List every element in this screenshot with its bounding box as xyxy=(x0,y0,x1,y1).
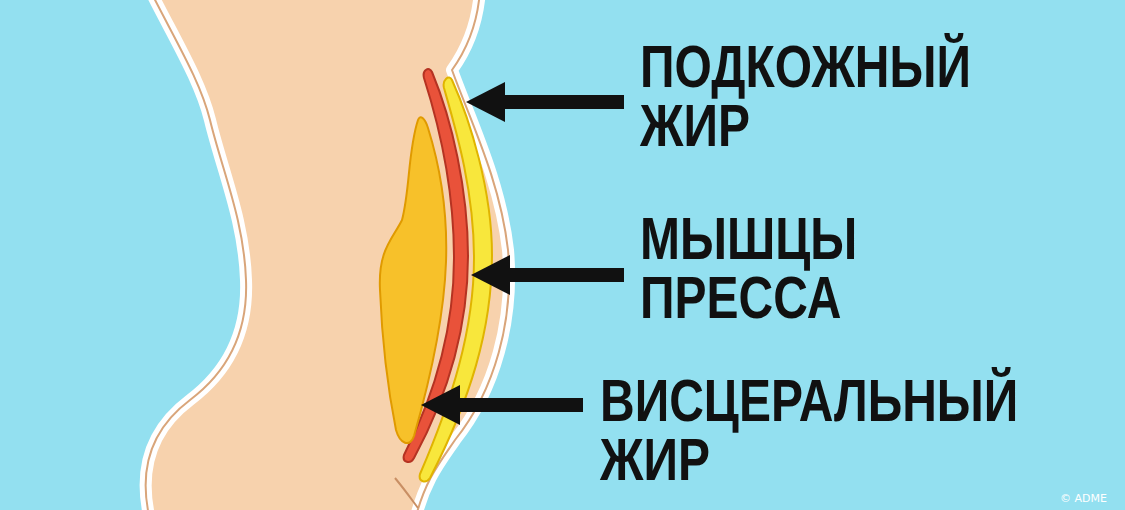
body-edge xyxy=(146,0,510,510)
navel-crease xyxy=(395,478,418,508)
arrow-head xyxy=(421,385,460,425)
watermark: © ADME xyxy=(1060,492,1107,505)
arrow-shaft xyxy=(500,95,624,109)
arrow-shaft xyxy=(455,398,583,412)
body-outline xyxy=(146,0,510,510)
arrow-head xyxy=(466,82,505,122)
callout-label: МЫШЦЫ ПРЕССА xyxy=(640,210,857,328)
arrow-head xyxy=(471,255,510,295)
visceral-fat xyxy=(380,117,446,443)
callout-label: ПОДКОЖНЫЙ ЖИР xyxy=(640,38,971,156)
leader-arrows xyxy=(421,82,624,425)
callout-label: ВИСЦЕРАЛЬНЫЙ ЖИР xyxy=(600,372,1018,490)
arrow-shaft xyxy=(505,268,624,282)
